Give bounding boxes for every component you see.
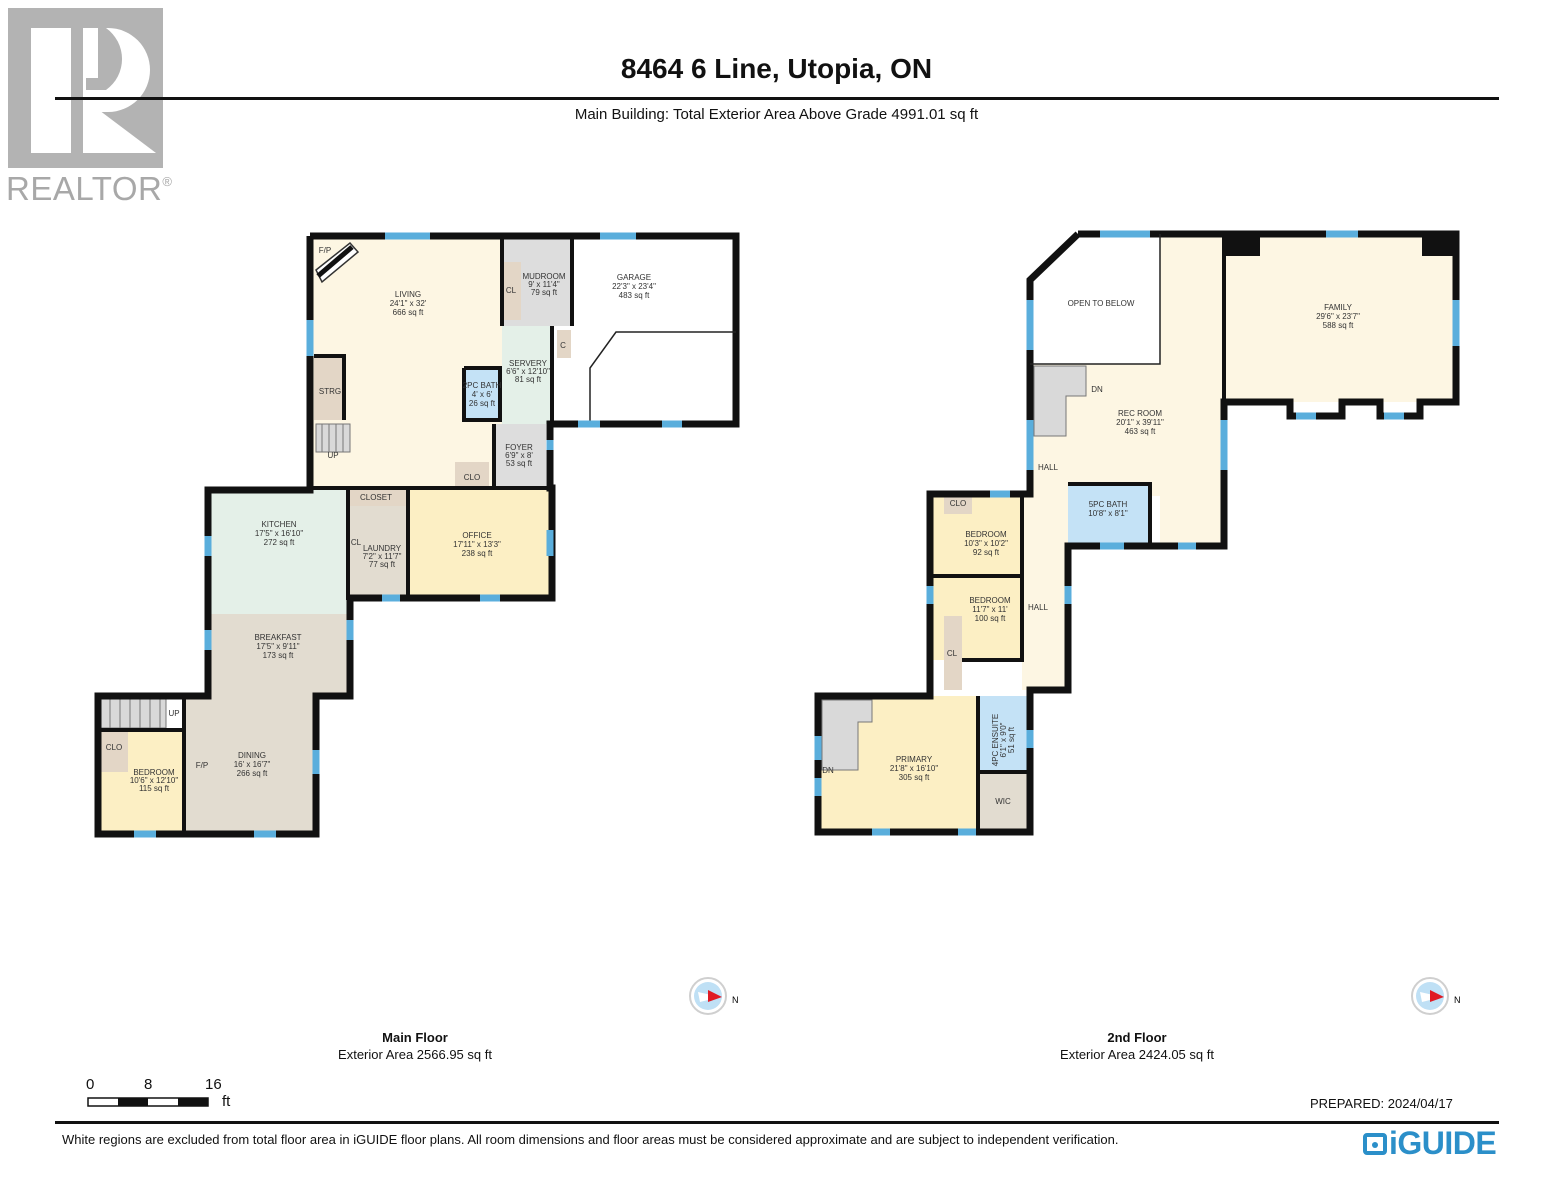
label-clo-bedroom: CLO: [106, 743, 122, 752]
compass-icon-main: N: [689, 977, 739, 1015]
header-divider: [55, 97, 1499, 100]
room-dining: [184, 696, 316, 834]
label-stairs-down: DN: [1091, 385, 1103, 394]
room-breakfast: [208, 614, 348, 696]
label-clo-2: CLO: [950, 499, 966, 508]
room-foyer: [494, 424, 546, 486]
label-stairs-up-2: UP: [168, 709, 179, 718]
label-hall-2: HALL: [1028, 603, 1049, 612]
room-2pc-bath: [464, 368, 500, 420]
main-floor-caption: Main Floor Exterior Area 2566.95 sq ft: [265, 1029, 565, 1063]
label-closet-laundry: CLOSET: [360, 493, 392, 502]
compass-icon-second: N: [1411, 977, 1461, 1015]
room-laundry: [348, 490, 408, 598]
closet-clo-2: [944, 496, 972, 514]
iguide-camera-icon: [1363, 1133, 1387, 1155]
label-cl-2: CL: [947, 649, 958, 658]
svg-text:N: N: [1454, 995, 1461, 1005]
closet-bedroom: [100, 732, 128, 772]
realtor-wordmark: REALTOR®: [6, 170, 173, 207]
label-closet: CL: [506, 286, 517, 295]
room-5pc-bath: [1068, 484, 1150, 546]
scale-tick-16: 16: [205, 1076, 222, 1093]
room-family: [1224, 234, 1456, 402]
svg-text:N: N: [732, 995, 739, 1005]
room-4pc-ensuite: [978, 696, 1030, 772]
room-label-open-to-below: OPEN TO BELOW: [1068, 299, 1135, 308]
realtor-r-icon: [31, 28, 156, 153]
second-floor-area: Exterior Area 2424.05 sq ft: [1060, 1047, 1214, 1062]
closet-2: [944, 616, 962, 690]
scale-tick-8: 8: [144, 1076, 153, 1093]
scale-unit: ft: [222, 1093, 231, 1110]
label-stairs-up: UP: [327, 451, 338, 460]
label-cl-laundry: CL: [351, 538, 362, 547]
label-hall: HALL: [1038, 463, 1059, 472]
second-floor-caption: 2nd Floor Exterior Area 2424.05 sq ft: [987, 1029, 1287, 1063]
stairs-down-2: [821, 699, 873, 771]
main-floor-area: Exterior Area 2566.95 sq ft: [338, 1047, 492, 1062]
stairs-down: [1033, 365, 1087, 437]
total-area-subtitle: Main Building: Total Exterior Area Above…: [574, 106, 979, 123]
prepared-date: PREPARED: 2024/04/17: [1310, 1096, 1453, 1111]
property-address-title: 8464 6 Line, Utopia, ON: [620, 53, 933, 84]
label-fireplace-2: F/P: [196, 761, 208, 770]
stairs-up: [315, 423, 351, 453]
label-fireplace: F/P: [319, 246, 331, 255]
scale-bar: [87, 1097, 209, 1107]
hall-2: [1022, 494, 1068, 690]
disclaimer-text: White regions are excluded from total fl…: [62, 1132, 1119, 1147]
main-floor-name: Main Floor: [382, 1030, 448, 1045]
label-closet-c: C: [560, 341, 566, 350]
open-to-below: [1030, 234, 1160, 364]
label-stairs-down-2: DN: [822, 766, 834, 775]
storage-room: [314, 356, 344, 420]
room-kitchen: [208, 490, 348, 614]
room-office: [408, 490, 550, 598]
closet-mudroom: [503, 262, 521, 320]
room-servery: [502, 326, 552, 424]
second-floor-name: 2nd Floor: [1107, 1030, 1167, 1045]
scale-tick-0: 0: [86, 1076, 95, 1093]
label-storage: STRG: [319, 387, 341, 396]
label-wic: WIC: [995, 797, 1011, 806]
closet-clo: [455, 462, 489, 486]
label-clo: CLO: [464, 473, 480, 482]
footer-divider: [55, 1121, 1499, 1124]
closet-garage: [557, 330, 571, 358]
room-label-4pc-ensuite: 4PC ENSUITE6'1" x 9'0"51 sq ft: [991, 714, 1016, 766]
realtor-logo: [8, 8, 163, 168]
closet-laundry: [348, 490, 408, 506]
room-wic: [978, 772, 1030, 832]
iguide-logo: iGUIDE: [1363, 1125, 1497, 1162]
